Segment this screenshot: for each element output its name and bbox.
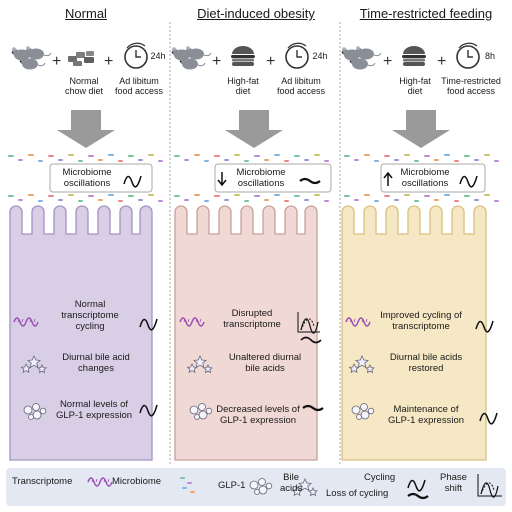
diet-label: High-fat diet — [227, 76, 259, 96]
microbiome-bacteria — [174, 194, 329, 202]
plus-icon: + — [52, 53, 61, 70]
legend-loss-of-cycling-label: Loss of cycling — [326, 488, 389, 499]
transcriptome-feature: Improved cycling of transcriptome — [380, 310, 462, 332]
decrease-arrow-icon — [217, 172, 227, 187]
microbiome-bacteria — [344, 154, 499, 162]
villi-obesity — [174, 205, 318, 461]
villi-normal — [9, 205, 153, 461]
legend-transcriptome-label: Transcriptome — [12, 476, 73, 487]
villi-trf — [341, 205, 487, 461]
food-access-label: Ad libitum food access — [276, 76, 326, 96]
microbiome-box — [214, 163, 332, 193]
plus-icon: + — [266, 53, 275, 70]
mice-icon — [172, 46, 211, 69]
increase-arrow-icon — [383, 171, 393, 186]
microbiome-bacteria — [8, 194, 163, 202]
column-title-trf: Time-restricted feeding — [359, 6, 493, 21]
chow-pellets-icon — [68, 51, 94, 66]
microbiome-label: Microbiome oscillations — [236, 167, 286, 189]
plus-icon: + — [212, 53, 221, 70]
phase-shift-icon — [297, 312, 322, 344]
clock-icon — [285, 42, 309, 69]
bile-acid-feature: Unaltered diurnal bile acids — [228, 352, 302, 374]
mice-icon — [342, 46, 381, 69]
diet-label: Normal chow diet — [64, 76, 104, 96]
plus-icon: + — [104, 53, 113, 70]
microbiome-box — [380, 163, 486, 193]
legend-phase-shift-icon — [477, 474, 502, 498]
legend-phase-shift-label: Phase shift — [440, 472, 467, 494]
clock-hours-label: 24h — [150, 51, 166, 61]
legend-microbiome-label: Microbiome — [112, 476, 162, 487]
clock-hours-label: 24h — [312, 51, 328, 61]
diet-label: High-fat diet — [399, 76, 431, 96]
microbiome-bacteria — [8, 154, 163, 162]
down-arrow — [392, 110, 450, 148]
down-arrow — [225, 110, 283, 148]
glp-1-feature: Maintenance of GLP-1 expression — [387, 404, 465, 426]
down-arrow — [57, 110, 115, 148]
food-access-label: Time-restricted food access — [441, 76, 501, 96]
food-access-label: Ad libitum food access — [114, 76, 164, 96]
legend-glp-1-label: GLP-1 — [218, 480, 246, 491]
column-title-normal: Normal — [65, 6, 107, 21]
microbiome-label: Microbiome oscillations — [400, 167, 450, 189]
clock-icon — [456, 42, 480, 69]
transcriptome-feature: Normal transcriptome cycling — [61, 299, 119, 332]
transcriptome-feature: Disrupted transcriptome — [223, 308, 281, 330]
burger-icon — [402, 46, 426, 66]
bile-acid-feature: Diurnal bile acid changes — [62, 352, 130, 374]
burger-icon — [231, 46, 255, 66]
clock-hours-label: 8h — [484, 51, 495, 61]
plus-icon: + — [383, 53, 392, 70]
mice-icon — [12, 46, 51, 69]
bile-acid-feature: Diurnal bile acids restored — [389, 352, 463, 374]
microbiome-label: Microbiome oscillations — [62, 167, 112, 189]
legend-cycling-label: Cycling — [364, 472, 396, 483]
glp-1-feature: Decreased levels of GLP-1 expression — [216, 404, 300, 426]
legend-microbiome-icon — [180, 477, 195, 493]
column-title-obesity: Diet-induced obesity — [197, 6, 315, 21]
plus-icon: + — [437, 53, 446, 70]
legend-bile-acids-label: Bile acids — [280, 472, 303, 494]
clock-icon — [124, 42, 148, 69]
microbiome-bacteria — [344, 194, 499, 202]
microbiome-bacteria — [174, 154, 329, 162]
glp-1-feature: Normal levels of GLP-1 expression — [55, 399, 133, 421]
microbiome-box — [49, 163, 153, 193]
